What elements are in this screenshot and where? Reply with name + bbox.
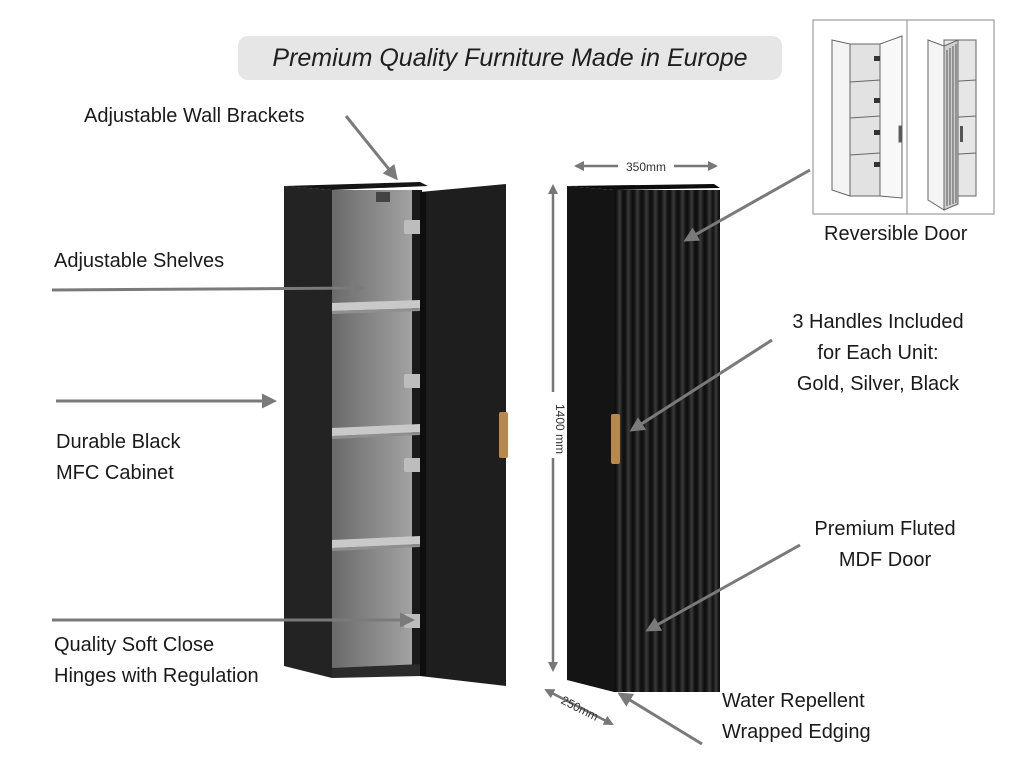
- arrow-edging: [617, 692, 703, 746]
- depth-dimension-label: 250mm: [559, 693, 601, 724]
- arrow-handles: [629, 338, 773, 432]
- label-edging: Water Repellent Wrapped Edging: [722, 690, 871, 743]
- cabinet-shelves: [332, 300, 420, 551]
- label-reversible-door: Reversible Door: [824, 223, 968, 245]
- label-cabinet: Durable Black MFC Cabinet: [56, 431, 181, 484]
- arrow-wall-brackets: [344, 115, 398, 181]
- open-cabinet: [284, 182, 508, 686]
- arrow-reversible-door: [683, 168, 811, 242]
- reversible-door-inset: [812, 19, 995, 215]
- width-dimension-label: 350mm: [626, 160, 666, 174]
- depth-dimension-line: [544, 688, 614, 726]
- headline-banner: Premium Quality Furniture Made in Europe: [238, 36, 782, 80]
- label-handles: 3 Handles Included for Each Unit: Gold, …: [792, 311, 964, 395]
- arrow-shelves: [51, 280, 365, 296]
- label-fluted-door: Premium Fluted MDF Door: [814, 518, 956, 571]
- gold-handle-closed: [611, 414, 620, 464]
- cabinet-side-panel: [284, 186, 332, 678]
- inset-open-cabinet: [831, 35, 903, 199]
- inset-fluted-cabinet: [927, 39, 977, 211]
- label-hinges: Quality Soft Close Hinges with Regulatio…: [54, 634, 259, 687]
- headline-text: Premium Quality Furniture Made in Europe: [272, 43, 748, 72]
- callout-arrows: [51, 115, 811, 746]
- cabinet-open-door: [420, 184, 506, 686]
- closed-fluted-cabinet: [567, 184, 720, 692]
- height-dimension-label: 1400 mm: [553, 404, 567, 454]
- arrow-fluted-door: [645, 543, 801, 632]
- fluted-cabinet-side: [567, 186, 614, 692]
- label-wall-brackets: Adjustable Wall Brackets: [84, 105, 305, 127]
- label-shelves: Adjustable Shelves: [54, 250, 225, 272]
- wall-bracket: [376, 192, 390, 202]
- gold-handle-open: [499, 412, 508, 458]
